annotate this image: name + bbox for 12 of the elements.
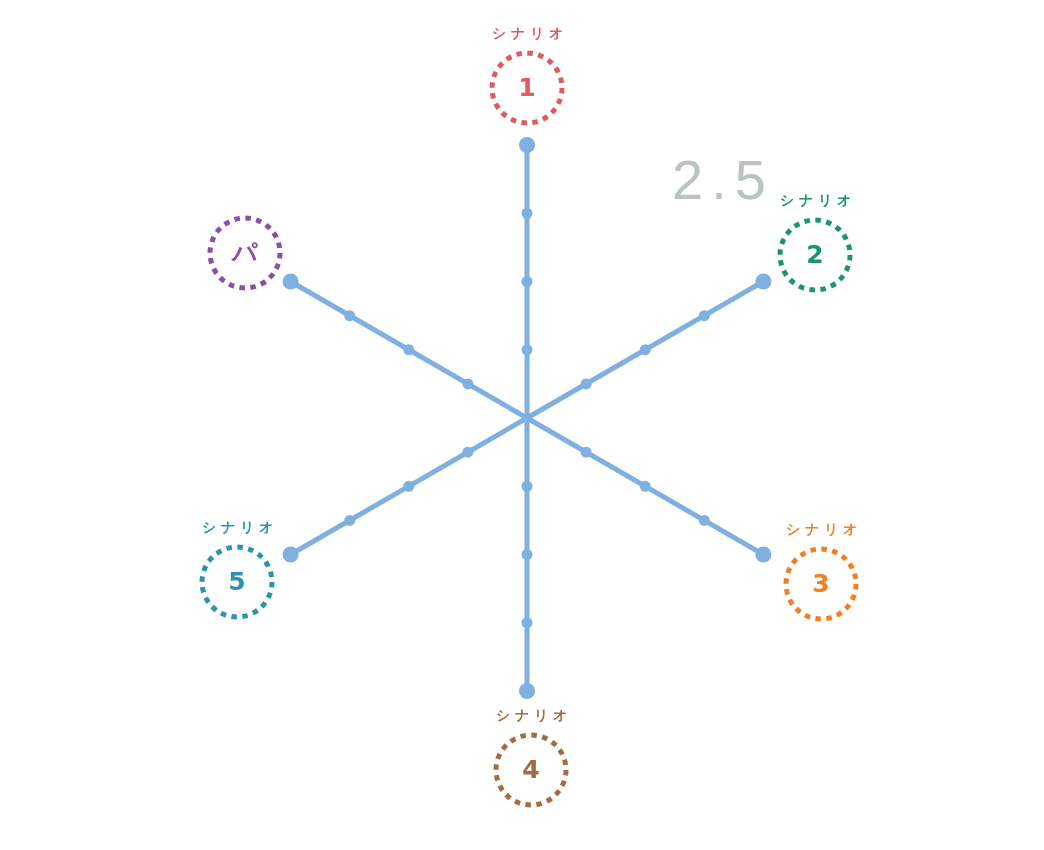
scenario-number: 4 bbox=[522, 755, 540, 785]
scenario-number: 2 bbox=[806, 240, 824, 270]
scenario-heading: シナリオ bbox=[778, 191, 856, 209]
scenario-number: パ bbox=[232, 238, 258, 268]
scenario-number: 1 bbox=[518, 73, 536, 103]
scenario-number: 3 bbox=[812, 569, 830, 599]
scenario-heading: シナリオ bbox=[200, 518, 278, 536]
faint-number-text: 2.5 bbox=[672, 150, 774, 210]
scenario-heading: シナリオ bbox=[494, 706, 572, 724]
scenario-heading: シナリオ bbox=[784, 520, 862, 538]
scenario-heading: シナリオ bbox=[490, 24, 568, 42]
scenario-number: 5 bbox=[228, 567, 246, 597]
